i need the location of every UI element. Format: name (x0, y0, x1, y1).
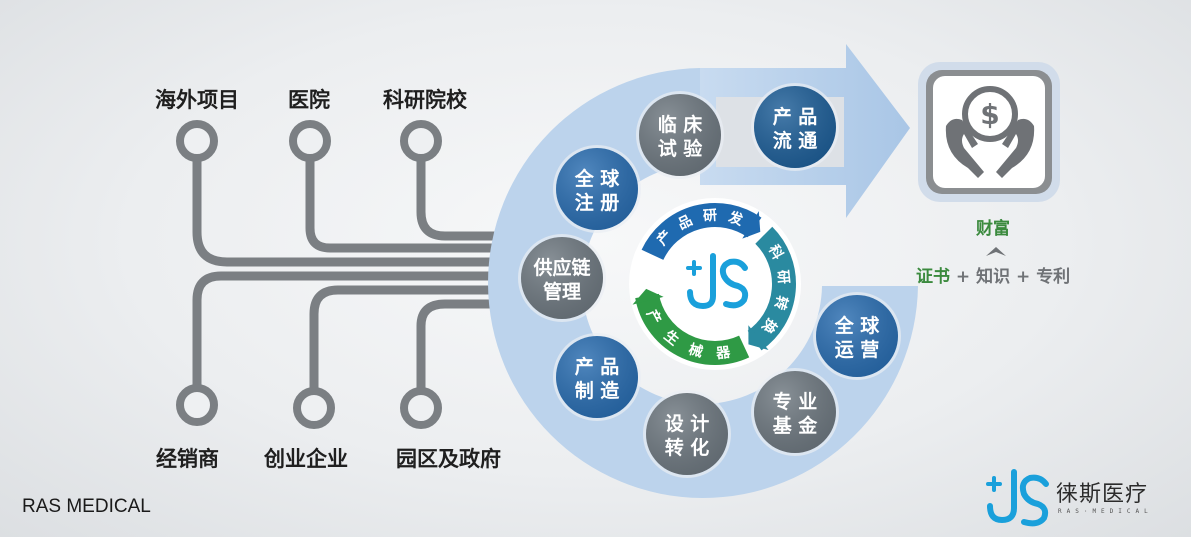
inner-cycle-arrowhead (632, 288, 664, 305)
company-logo-sub: RAS·MEDICAL (1058, 508, 1153, 515)
company-logo-icon (986, 469, 1049, 527)
outer-node-label: 试 验 (658, 137, 704, 160)
outer-node: 全 球注 册 (553, 145, 641, 233)
outer-node-label: 运 营 (835, 338, 880, 361)
outcome-box (918, 62, 1060, 202)
inner-cycle-arrowhead (748, 325, 769, 351)
outcome-sub: 证书 + 知识 + 专利 (916, 262, 1070, 287)
outer-node-label: 基 金 (772, 414, 819, 437)
outer-node-label: 专 业 (773, 390, 818, 413)
svg-text:$: $ (980, 98, 999, 131)
outcome-title: 财富 (976, 219, 1010, 239)
company-logo: 徕斯医疗 RAS·MEDICAL (984, 466, 1174, 528)
inner-cycle-char: 品 (676, 213, 696, 234)
outer-node: 产 品流 通 (751, 83, 839, 171)
circuit-line-bottom-2 (309, 285, 520, 393)
source-label-park: 园区及政府 (396, 446, 501, 471)
terminal-ring (400, 387, 442, 429)
circuit-line-bottom-1 (192, 271, 520, 393)
outer-node-label: 管理 (543, 280, 581, 303)
outer-node-label: 临 床 (658, 113, 703, 136)
inner-cycle-char: 发 (726, 208, 746, 229)
terminal-ring (176, 384, 218, 426)
outer-node-shade (521, 237, 603, 319)
center-logo-icon (677, 250, 754, 318)
inner-cycle-segment (641, 203, 762, 261)
inner-cycle-char: 科 (765, 242, 787, 262)
outer-node-shade (754, 86, 836, 168)
inner-cycle-segment (747, 226, 796, 351)
outer-node-label: 设 计 (665, 413, 710, 435)
source-label-distributor: 经销商 (156, 446, 219, 471)
outcome-plus: + (1016, 267, 1031, 287)
source-label-overseas: 海外项目 (155, 87, 239, 112)
inner-cycle-segment (635, 293, 750, 365)
inner-cycle-char: 研 (703, 208, 718, 225)
outer-node-shade (639, 94, 721, 176)
outer-node-label: 注 册 (575, 191, 620, 214)
circuit-line-top-2 (305, 153, 520, 253)
outer-node: 设 计转 化 (643, 390, 731, 478)
terminal-ring (289, 120, 331, 162)
outer-node-shade (646, 393, 728, 475)
outer-node: 专 业基 金 (751, 368, 839, 456)
outcome-item-certificate: 证书 (916, 267, 950, 287)
outer-node-label: 制 造 (575, 379, 621, 402)
source-label-hospital: 医院 (288, 87, 330, 112)
outer-node-label: 全 球 (574, 167, 621, 190)
inner-cycle-char: 器 (714, 345, 732, 363)
outer-node-label: 全 球 (834, 314, 881, 337)
outcome-item-patent: 专利 (1036, 267, 1071, 287)
outer-node: 产 品制 造 (553, 333, 641, 421)
terminal-ring (176, 120, 218, 162)
circuit-line-bottom-3 (416, 299, 520, 393)
outer-node: 临 床试 验 (636, 91, 724, 179)
source-label-startup: 创业企业 (264, 446, 348, 471)
inner-cycle-char: 转 (771, 294, 791, 312)
inner-cycle-arrowhead (742, 211, 761, 239)
company-logo-name: 徕斯医疗 (1056, 482, 1149, 507)
circuit-lines (192, 153, 520, 393)
outer-node-shade (556, 148, 638, 230)
outer-node-shade (754, 371, 836, 453)
outer-node-shade (556, 336, 638, 418)
brand-text: RAS MEDICAL (22, 496, 151, 517)
outer-node-label: 产 品 (773, 105, 818, 128)
inner-cycle-char: 械 (687, 341, 705, 361)
chevron-up-icon (986, 247, 1006, 256)
outcome-plus: + (955, 267, 971, 287)
outer-node-label: 流 通 (773, 129, 819, 152)
outer-node-label: 转 化 (665, 436, 710, 459)
outer-node-shade (816, 295, 898, 377)
circuit-line-top-3 (416, 153, 520, 241)
terminal-rings (176, 120, 442, 429)
inner-cycle-char: 研 (774, 269, 791, 285)
terminal-ring (400, 120, 442, 162)
outer-node: 全 球运 营 (813, 292, 901, 380)
source-label-research: 科研院校 (383, 87, 467, 112)
outer-node-label: 供应链 (532, 256, 590, 279)
outcome-item-knowledge: 知识 (976, 267, 1011, 287)
outer-node-label: 产 品 (575, 355, 620, 378)
terminal-ring (293, 387, 335, 429)
circuit-line-top-1 (192, 153, 520, 267)
money-hands-icon: $ (945, 86, 1035, 178)
